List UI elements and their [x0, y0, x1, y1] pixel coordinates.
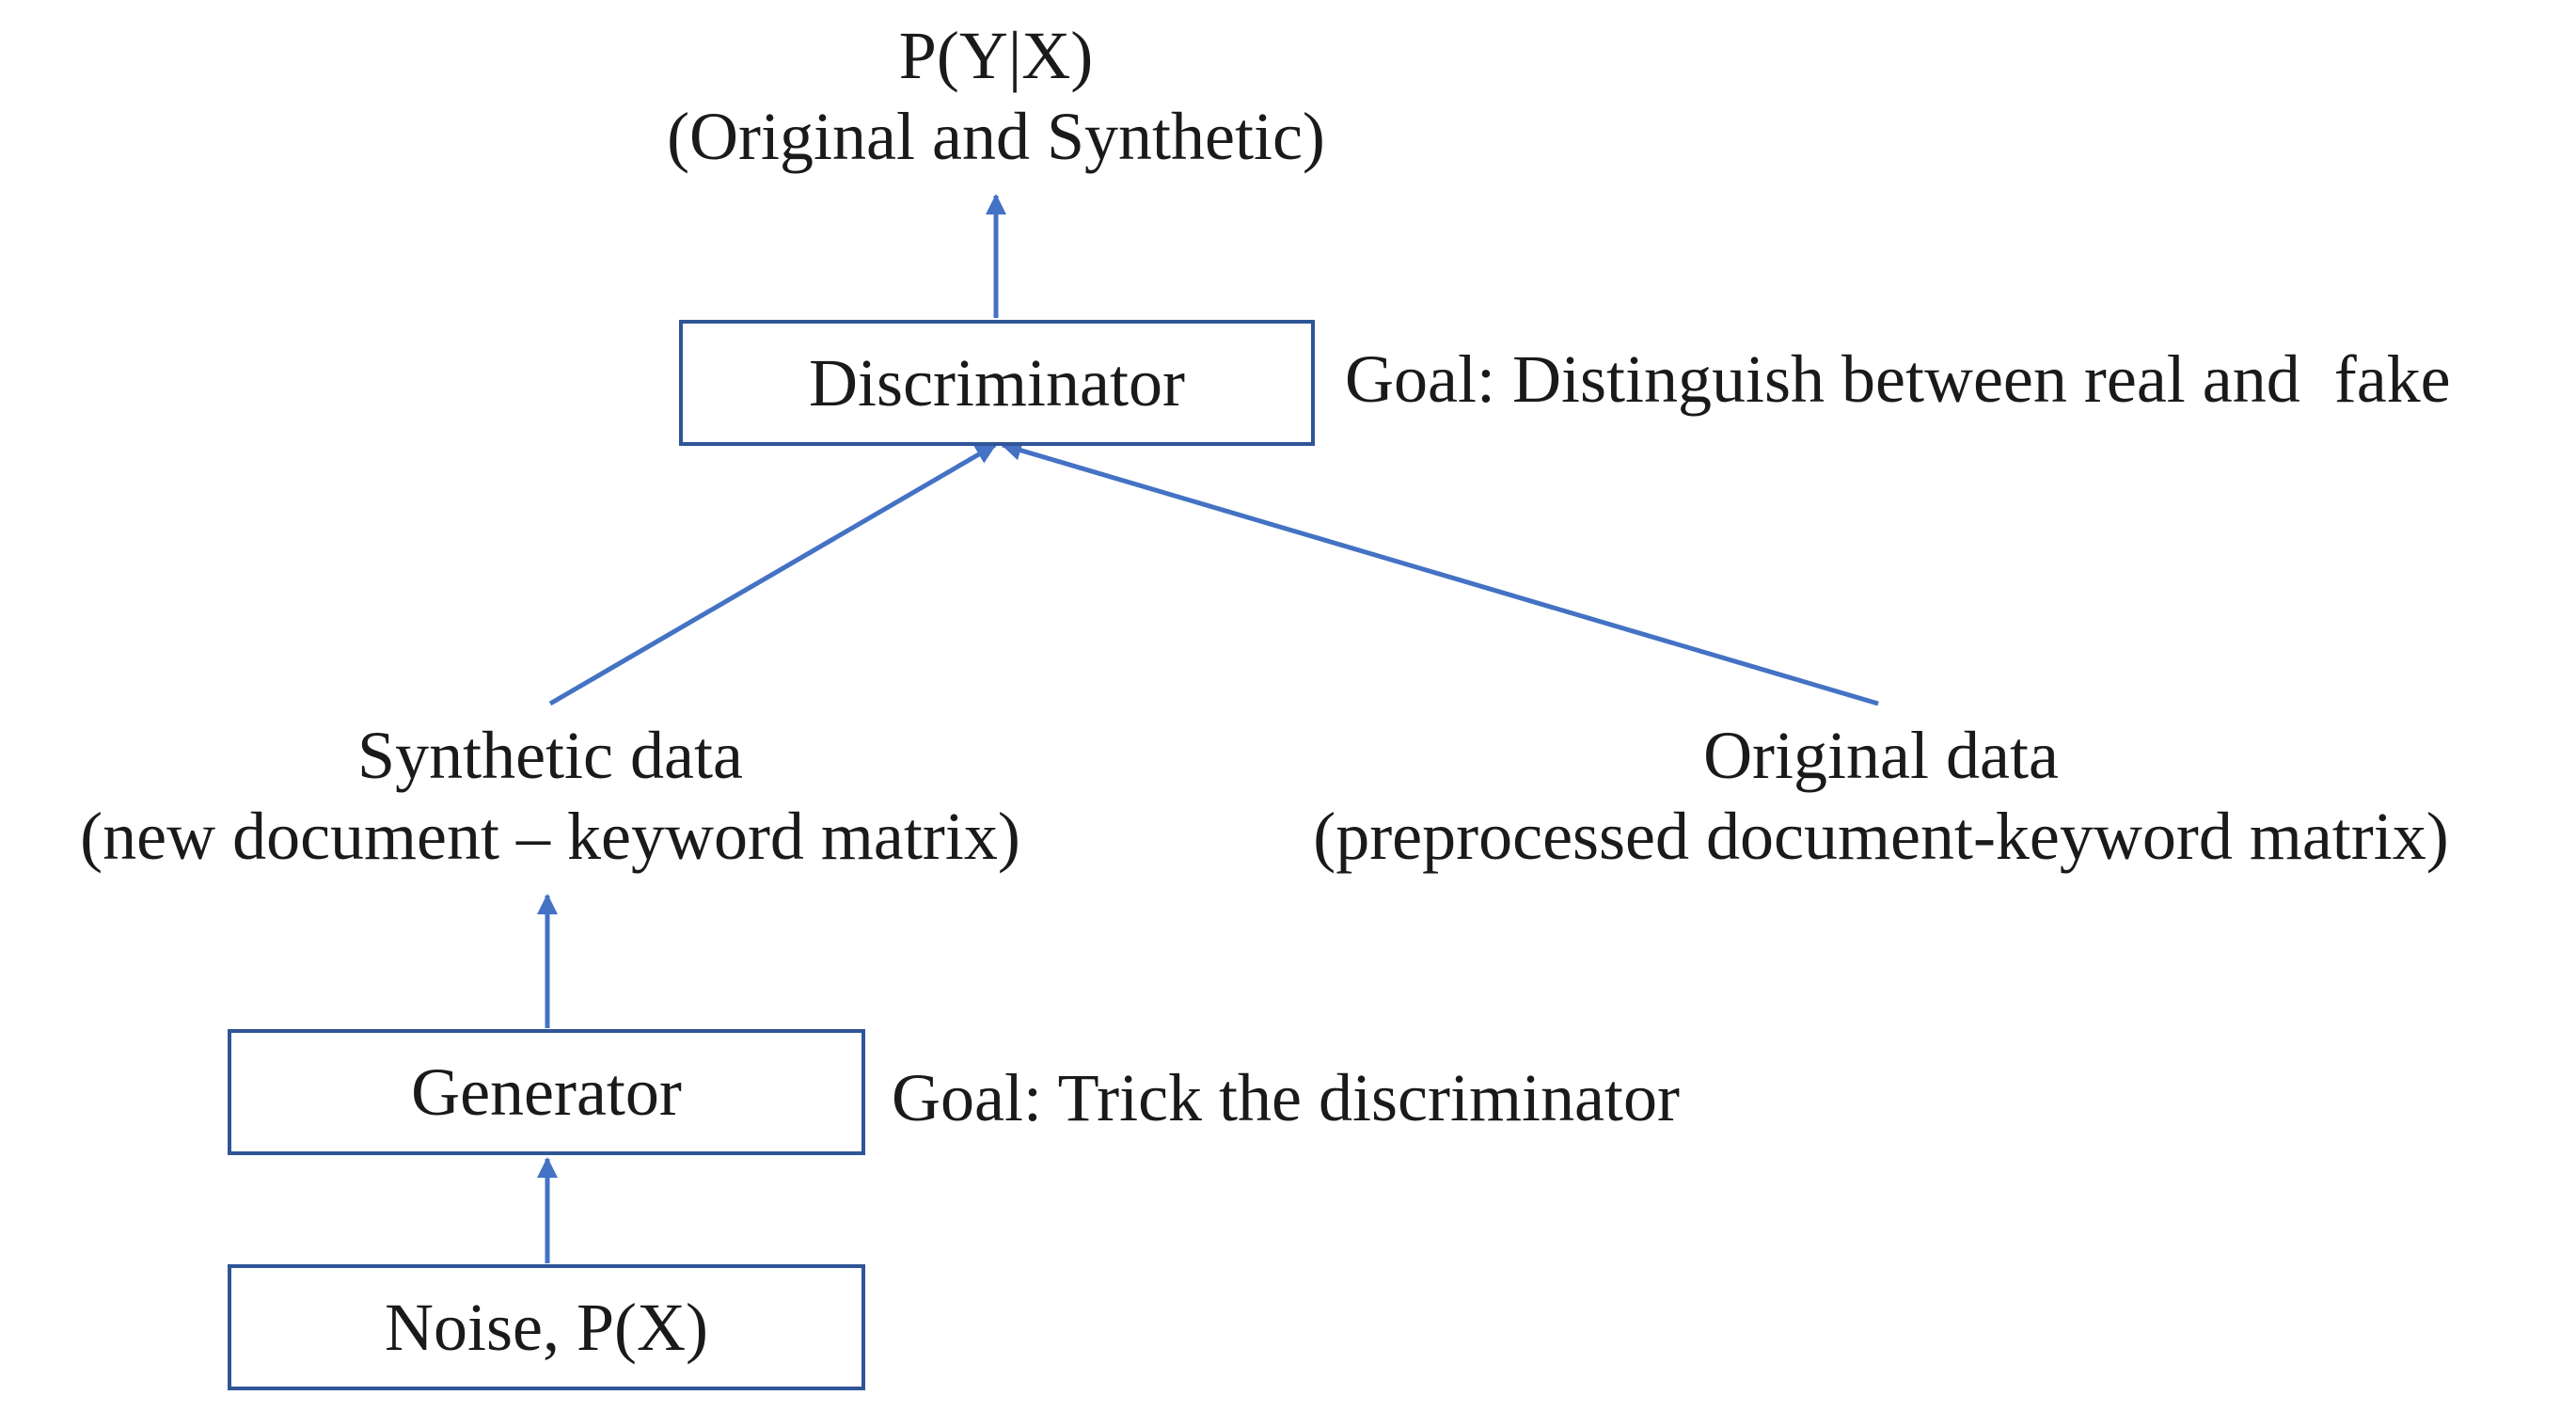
original-data-line1: Original data — [1703, 718, 2059, 793]
synthetic-data-line1: Synthetic data — [357, 718, 743, 793]
output-line1: P(Y|X) — [898, 18, 1094, 93]
discriminator-box: Discriminator — [679, 320, 1315, 446]
noise-label: Noise, P(X) — [385, 1289, 708, 1365]
arrow-synthetic-to-discriminator — [548, 442, 997, 706]
output-label: P(Y|X) (Original and Synthetic) — [620, 15, 1372, 177]
original-data-line2: (preprocessed document-keyword matrix) — [1313, 799, 2449, 874]
discriminator-label: Discriminator — [809, 344, 1185, 420]
generator-label: Generator — [411, 1054, 682, 1130]
output-line2: (Original and Synthetic) — [667, 99, 1325, 174]
noise-box: Noise, P(X) — [228, 1264, 865, 1390]
synthetic-data-label: Synthetic data (new document – keyword m… — [9, 715, 1091, 877]
discriminator-goal: Goal: Distinguish between real and fake — [1345, 341, 2451, 417]
synthetic-data-line2: (new document – keyword matrix) — [80, 799, 1020, 874]
arrow-original-to-discriminator — [1001, 440, 1879, 706]
generator-goal: Goal: Trick the discriminator — [892, 1060, 1680, 1135]
generator-box: Generator — [228, 1029, 865, 1155]
original-data-label: Original data (preprocessed document-key… — [1232, 715, 2530, 877]
